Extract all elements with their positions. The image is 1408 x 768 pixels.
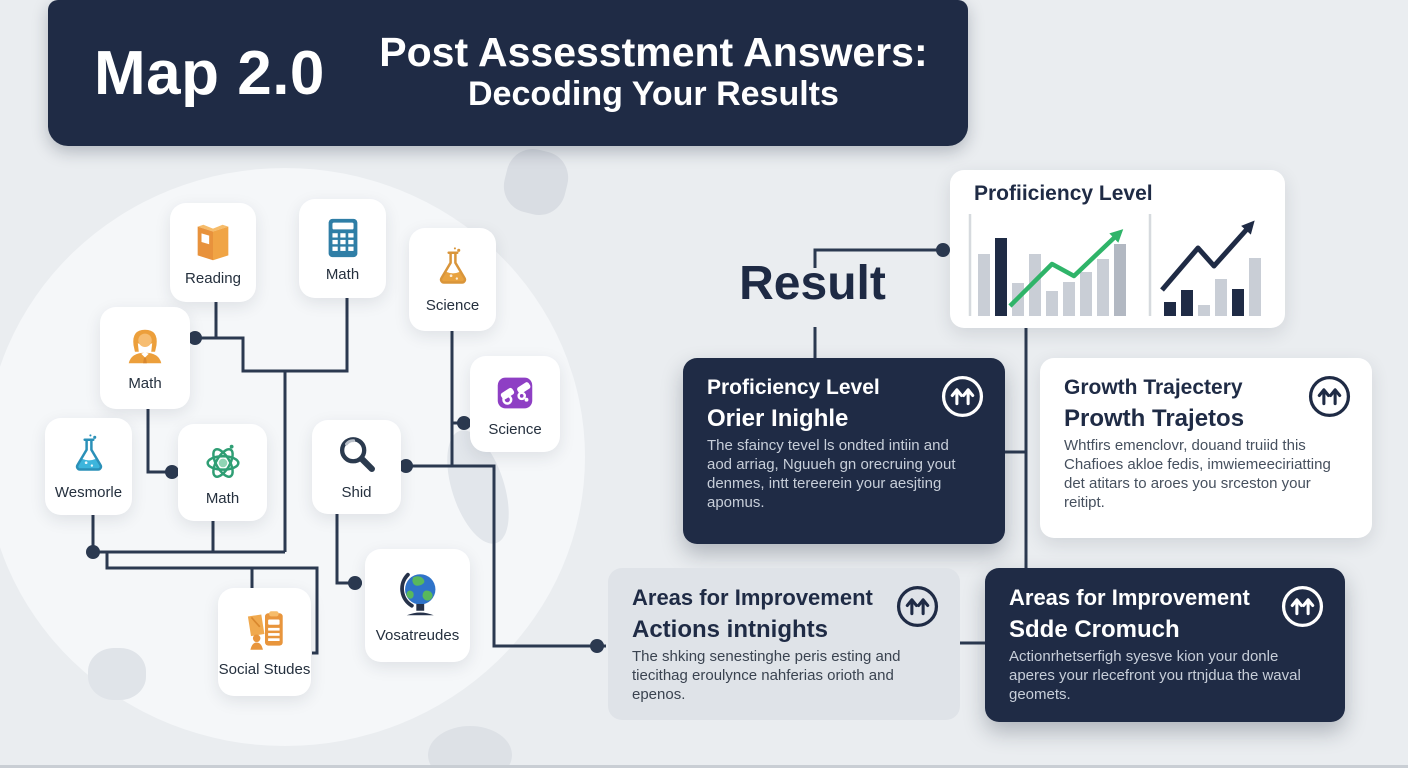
card-title: Areas for Improvement: [632, 585, 873, 610]
brand-title: Map 2.0: [94, 38, 325, 108]
double-up-arrow-icon: [1307, 374, 1352, 419]
subject-node-vosatreudes: Vosatreudes: [365, 549, 470, 662]
card-title: Proficiency Level: [707, 376, 880, 399]
background-blob-top: [498, 143, 574, 221]
chart-card-title: Profiiciency Level: [974, 182, 1153, 205]
proficiency-chart-card: Profiiciency Level: [950, 170, 1285, 328]
subject-node-label: Reading: [185, 269, 241, 287]
left-bar-chart: [978, 238, 1126, 316]
card-body: The shking senestinghe peris esting and …: [632, 648, 901, 704]
double-up-arrow-icon: [940, 374, 985, 419]
background-blob-left: [88, 648, 146, 700]
header-banner: Map 2.0 Post Assesstment Answers: Decodi…: [48, 0, 968, 146]
header-title-line2: Decoding Your Results: [468, 75, 839, 114]
double-up-arrow-icon: [1280, 584, 1325, 629]
molecule-icon: [492, 370, 538, 416]
card-body: Whtfirs emenclovr, douand truiid this Ch…: [1064, 437, 1331, 512]
subject-node-label: Science: [425, 296, 480, 314]
subject-node-label: Math: [325, 265, 360, 283]
card-subtitle: Prowth Trajetos: [1064, 405, 1245, 433]
areas-improvement-insights-card: Areas for Improvement Actions intnights …: [608, 568, 960, 720]
bottom-edge-strip: [0, 765, 1408, 768]
atom-icon: [200, 439, 246, 485]
card-title: Growth Trajectery: [1064, 376, 1243, 399]
globe-icon: [391, 568, 445, 622]
subject-node-reading: Reading: [170, 203, 256, 302]
subject-node-math-atom: Math: [178, 424, 267, 521]
navy-trend-arrow: [1160, 220, 1255, 292]
subject-node-label: Math: [128, 375, 162, 392]
subject-node-wesmorle: Wesmorle: [45, 418, 132, 515]
subject-node-social-studies: Social Studes: [218, 588, 311, 696]
book-icon: [190, 219, 236, 265]
clipboard-icon: [240, 606, 290, 656]
result-label: Result: [739, 257, 886, 310]
double-up-arrow-icon: [895, 584, 940, 629]
subject-node-label: Vosatreudes: [375, 626, 460, 644]
growth-trajectory-card: Growth Trajectery Prowth Trajetos Whtfir…: [1040, 358, 1372, 538]
card-title: Areas for Improvement: [1009, 585, 1250, 610]
subject-node-label: Science: [488, 421, 542, 438]
subject-node-math-person: Math: [100, 307, 190, 409]
card-subtitle: Orier Inighle: [707, 405, 849, 433]
card-body: Actionrhetserfigh syesve kion your donle…: [1009, 648, 1301, 704]
subject-node-shid: Shid: [312, 420, 401, 514]
subject-node-label: Social Studes: [218, 661, 311, 678]
right-bar-chart: [1164, 258, 1261, 316]
card-body: The sfaincy tevel ls ondted intiin and a…: [707, 437, 956, 512]
green-trend-arrow: [1008, 229, 1124, 308]
areas-improvement-actions-card: Areas for Improvement Sdde Cromuch Actio…: [985, 568, 1345, 722]
magnifier-icon: [334, 433, 380, 479]
card-subtitle: Sdde Cromuch: [1009, 616, 1180, 644]
proficiency-level-card: Proficiency Level Orier Inighle The sfai…: [683, 358, 1005, 544]
subject-node-label: Math: [205, 489, 240, 507]
background-blob-bottom: [428, 726, 512, 768]
header-titles: Post Assesstment Answers: Decoding Your …: [339, 31, 968, 115]
subject-node-label: Shid: [341, 484, 372, 501]
card-subtitle: Actions intnights: [632, 616, 828, 644]
subject-node-label: Wesmorle: [54, 483, 123, 501]
flask-orange-icon: [430, 246, 476, 292]
calculator-icon: [320, 215, 366, 261]
flask-blue-icon: [66, 433, 112, 479]
subject-node-math-calc: Math: [299, 199, 386, 298]
header-title-line1: Post Assesstment Answers:: [379, 29, 928, 76]
person-icon: [122, 324, 168, 370]
subject-node-science-flask: Science: [409, 228, 496, 331]
proficiency-mini-charts: [968, 214, 1261, 316]
subject-node-science-molecule: Science: [470, 356, 560, 452]
